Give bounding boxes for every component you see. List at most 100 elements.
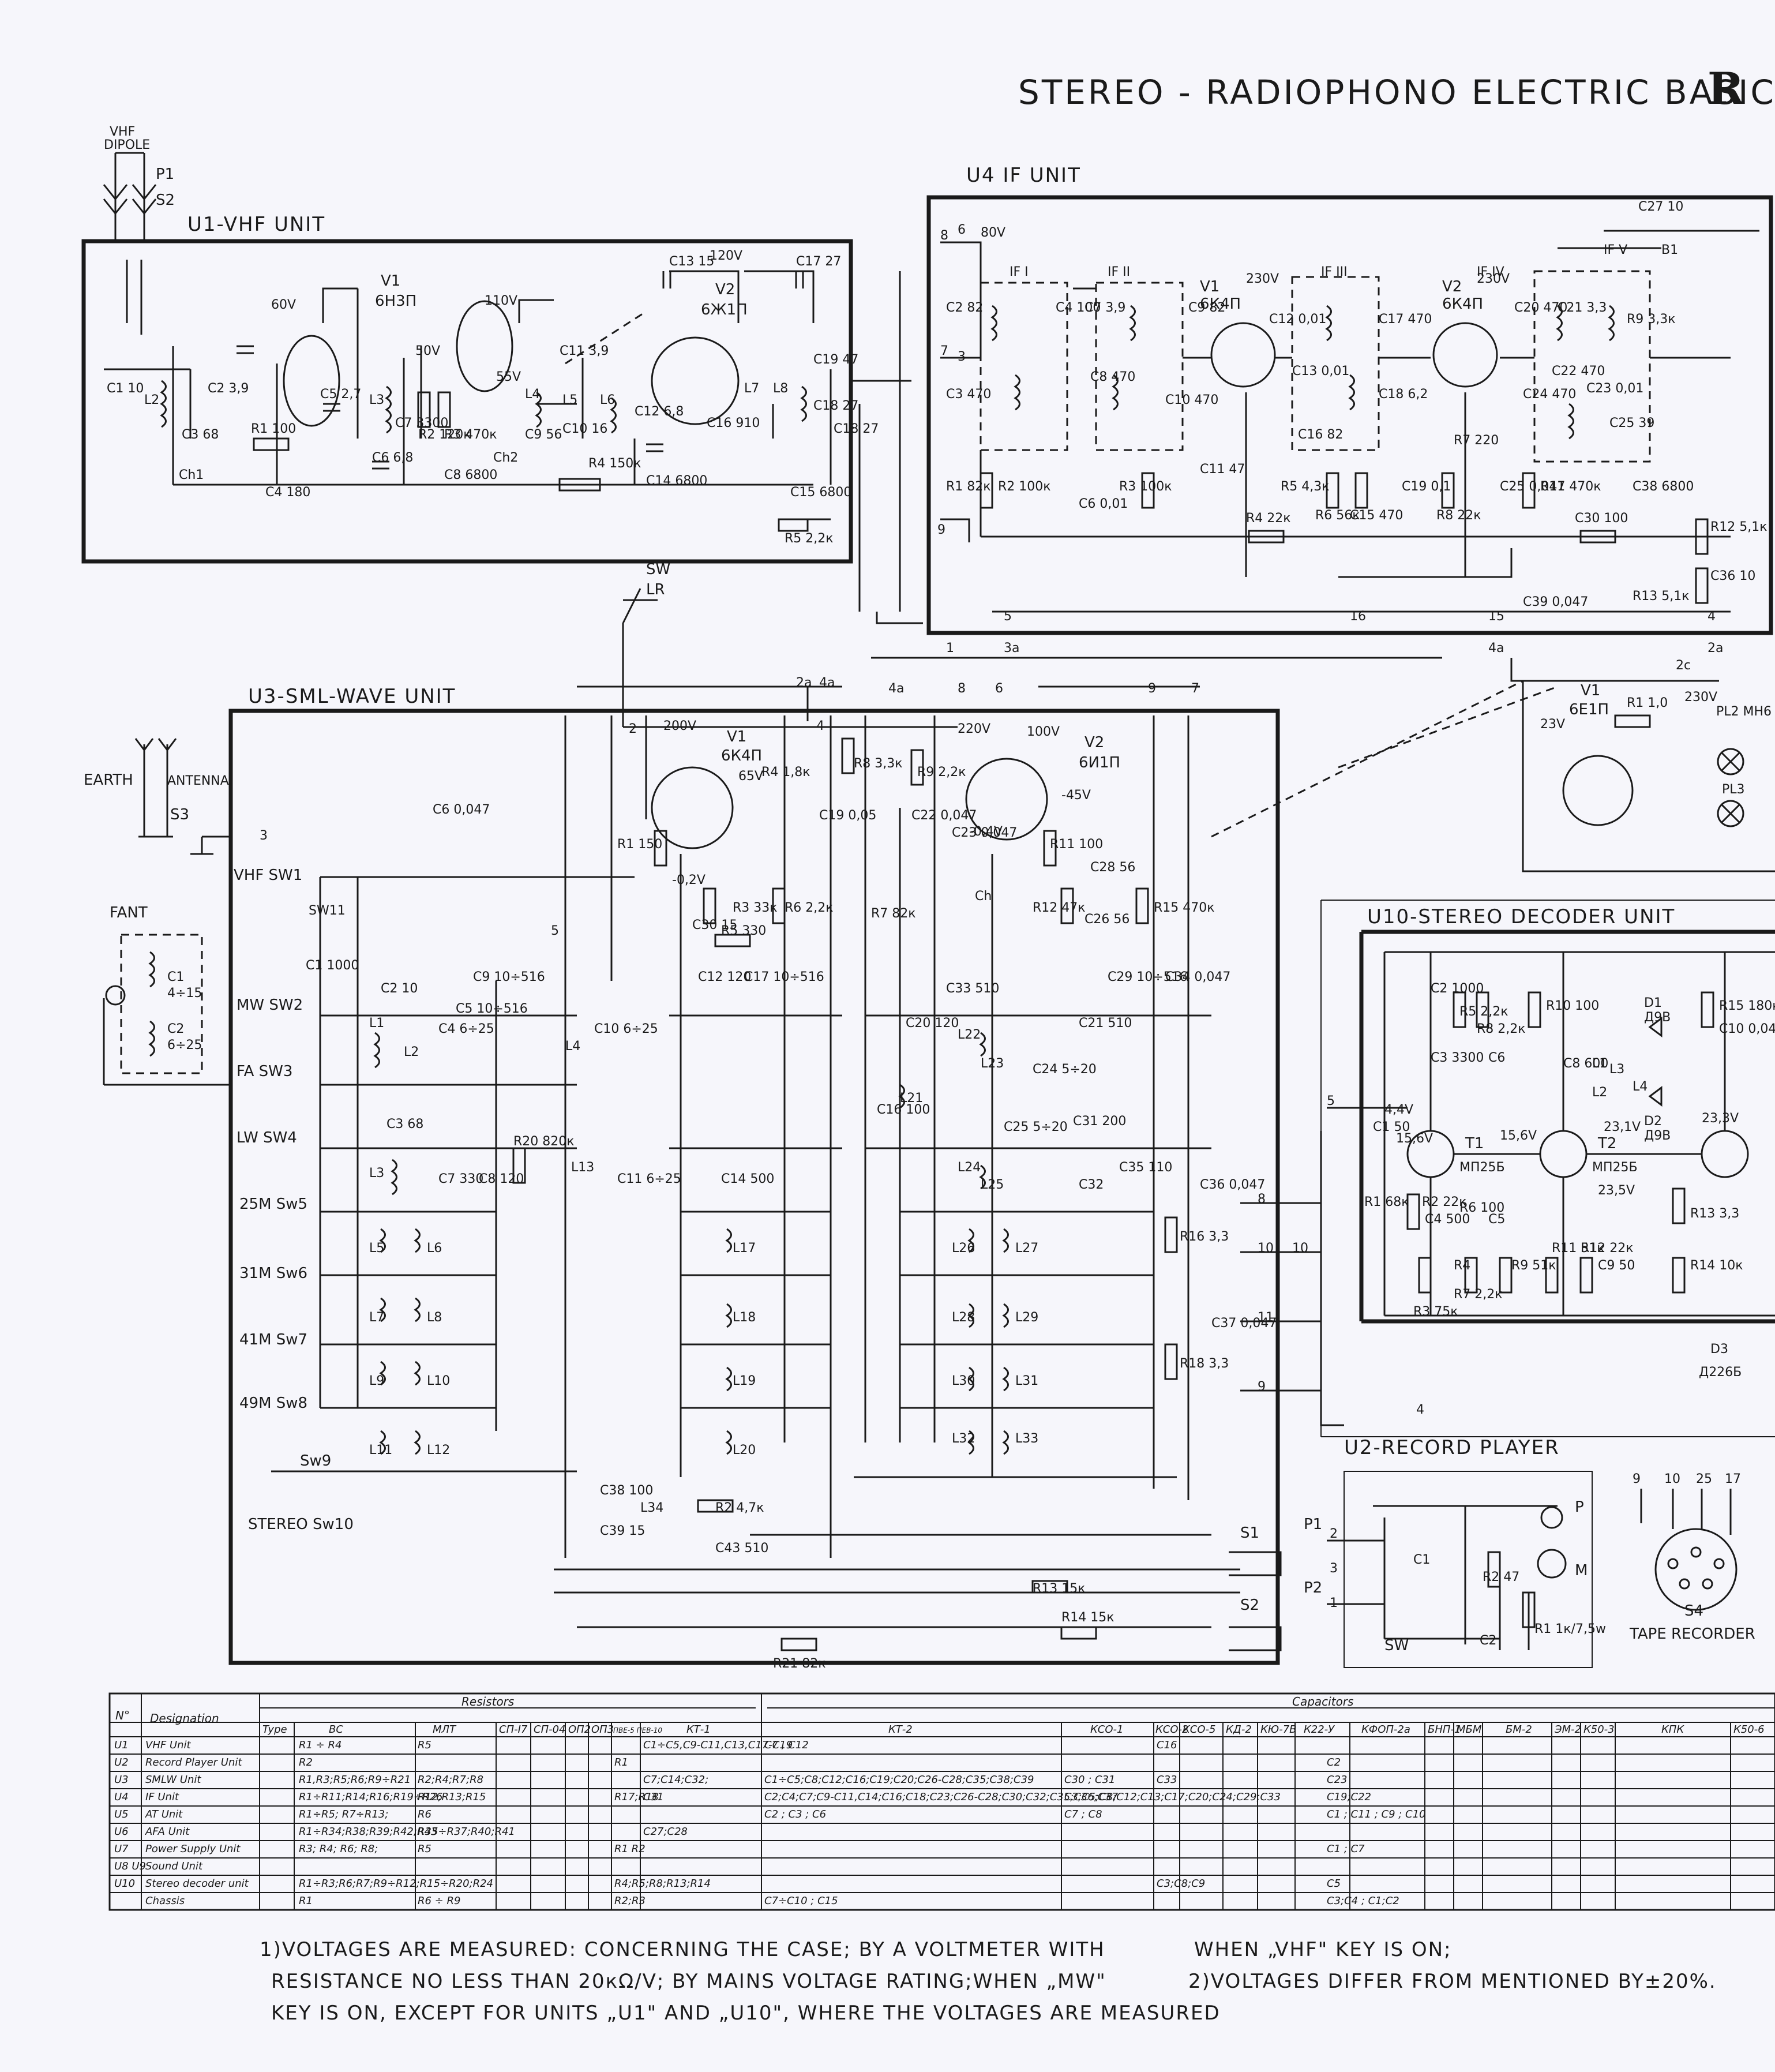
table-cell: U5 (114, 1808, 129, 1820)
svg-text:L30: L30 (952, 1374, 975, 1388)
svg-text:6К4П: 6К4П (721, 747, 762, 765)
svg-text:4,4V: 4,4V (1384, 1103, 1413, 1117)
svg-text:SW11: SW11 (309, 904, 346, 918)
svg-text:9: 9 (1148, 681, 1156, 696)
svg-text:R13 15к: R13 15к (1033, 1582, 1086, 1596)
svg-text:6Н3П: 6Н3П (375, 293, 416, 310)
svg-text:7: 7 (1191, 681, 1199, 696)
svg-text:23,1V: 23,1V (1604, 1120, 1641, 1134)
svg-text:БМ-2: БМ-2 (1506, 1723, 1532, 1736)
svg-text:80V: 80V (981, 226, 1005, 240)
svg-text:S4: S4 (1684, 1602, 1703, 1620)
svg-text:C17 27: C17 27 (796, 254, 841, 269)
svg-text:КСО-5: КСО-5 (1183, 1723, 1215, 1736)
svg-text:C6: C6 (1488, 1051, 1505, 1065)
svg-text:3a: 3a (1004, 641, 1019, 655)
svg-text:FANT: FANT (110, 904, 148, 921)
svg-text:C39 15: C39 15 (600, 1524, 645, 1538)
svg-text:СП-04: СП-04 (534, 1723, 566, 1736)
table-cell: AFA Unit (145, 1826, 190, 1838)
table-cell: R1 ÷ R4 (299, 1739, 342, 1751)
svg-text:60V: 60V (271, 298, 296, 312)
svg-text:L1: L1 (1592, 1056, 1607, 1071)
svg-text:L22: L22 (958, 1028, 981, 1042)
svg-text:L8: L8 (773, 381, 788, 396)
svg-text:L28: L28 (952, 1310, 975, 1325)
svg-text:2: 2 (629, 722, 637, 736)
table-cell: C1 ; C11 ; C9 ; C10 (1327, 1808, 1426, 1820)
svg-text:ANTENNA: ANTENNA (167, 774, 229, 788)
svg-text:IF III: IF III (1321, 265, 1348, 279)
svg-text:4a: 4a (1488, 641, 1504, 655)
svg-text:T2: T2 (1597, 1135, 1616, 1152)
svg-text:R13 5,1к: R13 5,1к (1633, 589, 1690, 604)
table-cell: R1÷R34;R38;R39;R42;R43 (299, 1826, 437, 1838)
svg-text:C15 470: C15 470 (1350, 508, 1403, 523)
tape-recorder-socket: 9 10 25 17 S4 TAPE RECORDER (1629, 1472, 1755, 1643)
svg-text:R11 470к: R11 470к (1540, 479, 1601, 494)
svg-text:230V: 230V (1684, 690, 1717, 705)
tube-v1: V1 6К4П (1200, 278, 1276, 388)
svg-text:RESISTANCE NO LESS THAN 20кΩ/V: RESISTANCE NO LESS THAN 20кΩ/V; BY MAINS… (271, 1970, 1106, 1993)
svg-text:КПК: КПК (1661, 1723, 1684, 1736)
svg-text:6К4П: 6К4П (1442, 295, 1483, 313)
svg-text:IF I: IF I (1010, 265, 1029, 279)
svg-text:L33: L33 (1015, 1432, 1038, 1446)
svg-text:1)VOLTAGES ARE MEASURED: CONCE: 1)VOLTAGES ARE MEASURED: CONCERNING THE … (260, 1938, 1105, 1961)
u1-vhf-unit: U1-VHF UNIT V1 6Н3П V2 6Ж1П 60V (81, 213, 858, 564)
svg-text:4: 4 (1416, 1403, 1424, 1417)
tube-v1: V1 6К4П (651, 728, 762, 849)
svg-text:R4 1,8к: R4 1,8к (761, 765, 810, 780)
svg-text:R11 51к: R11 51к (1552, 1241, 1605, 1256)
svg-text:23,5V: 23,5V (1598, 1183, 1635, 1198)
svg-text:МБМ: МБМ (1457, 1723, 1482, 1736)
svg-text:R5 330: R5 330 (721, 924, 766, 938)
svg-text:C30 15: C30 15 (692, 918, 737, 932)
svg-text:-0,2V: -0,2V (672, 873, 706, 887)
svg-text:C1 10: C1 10 (107, 381, 144, 396)
svg-text:C11 6÷25: C11 6÷25 (617, 1172, 681, 1186)
table-cell: R2;R3 (614, 1895, 646, 1907)
svg-text:L2: L2 (144, 393, 159, 407)
svg-text:Ch1: Ch1 (179, 468, 204, 482)
svg-text:V2: V2 (1442, 278, 1462, 295)
svg-text:ЭМ-2: ЭМ-2 (1554, 1723, 1581, 1736)
svg-text:STEREO Sw10: STEREO Sw10 (248, 1516, 354, 1533)
svg-text:L4: L4 (1633, 1080, 1648, 1094)
svg-text:V2: V2 (1084, 734, 1104, 751)
svg-text:R6 100: R6 100 (1459, 1201, 1504, 1215)
svg-text:4: 4 (816, 719, 824, 733)
table-cell: VHF Unit (145, 1739, 192, 1751)
table-cell: SMLW Unit (145, 1774, 201, 1786)
svg-text:6: 6 (995, 681, 1003, 696)
svg-text:D1: D1 (1644, 996, 1662, 1010)
svg-text:C16 100: C16 100 (877, 1103, 930, 1117)
table-cell: Record Player Unit (145, 1756, 242, 1768)
svg-text:R12 5,1к: R12 5,1к (1710, 520, 1768, 534)
svg-text:К50-3: К50-3 (1583, 1723, 1615, 1736)
svg-text:IF II: IF II (1108, 265, 1130, 279)
svg-text:L4: L4 (565, 1039, 580, 1054)
svg-text:8: 8 (958, 681, 966, 696)
svg-text:Д9В: Д9В (1644, 1129, 1671, 1143)
svg-text:C12 0,01: C12 0,01 (1269, 312, 1326, 327)
svg-text:4: 4 (1708, 609, 1716, 624)
svg-text:C35 110: C35 110 (1119, 1160, 1172, 1175)
svg-text:КТ-1: КТ-1 (686, 1723, 711, 1736)
unit-title: U3-SML-WAVE UNIT (248, 685, 456, 708)
svg-text:6К4П: 6К4П (1200, 295, 1241, 313)
svg-text:C2 10: C2 10 (381, 981, 418, 996)
svg-text:R18 3,3: R18 3,3 (1180, 1357, 1229, 1371)
svg-text:R9 51к: R9 51к (1511, 1258, 1556, 1273)
table-cell: U1 (114, 1739, 129, 1751)
table-cell: C3;C8;C9 (1157, 1878, 1205, 1890)
svg-text:C25 5÷20: C25 5÷20 (1004, 1120, 1068, 1134)
svg-text:C15 6800: C15 6800 (790, 485, 851, 500)
table-cell: R4;R5;R8;R13;R14 (614, 1878, 711, 1890)
svg-text:WHEN „VHF" KEY IS ON;: WHEN „VHF" KEY IS ON; (1194, 1938, 1452, 1961)
component-table: Resistors Capacitors N° Designation Type… (108, 1692, 1775, 1911)
svg-text:C19 0,1: C19 0,1 (1402, 479, 1451, 494)
svg-text:C30 100: C30 100 (1575, 511, 1628, 526)
svg-text:220V: 220V (958, 722, 990, 736)
